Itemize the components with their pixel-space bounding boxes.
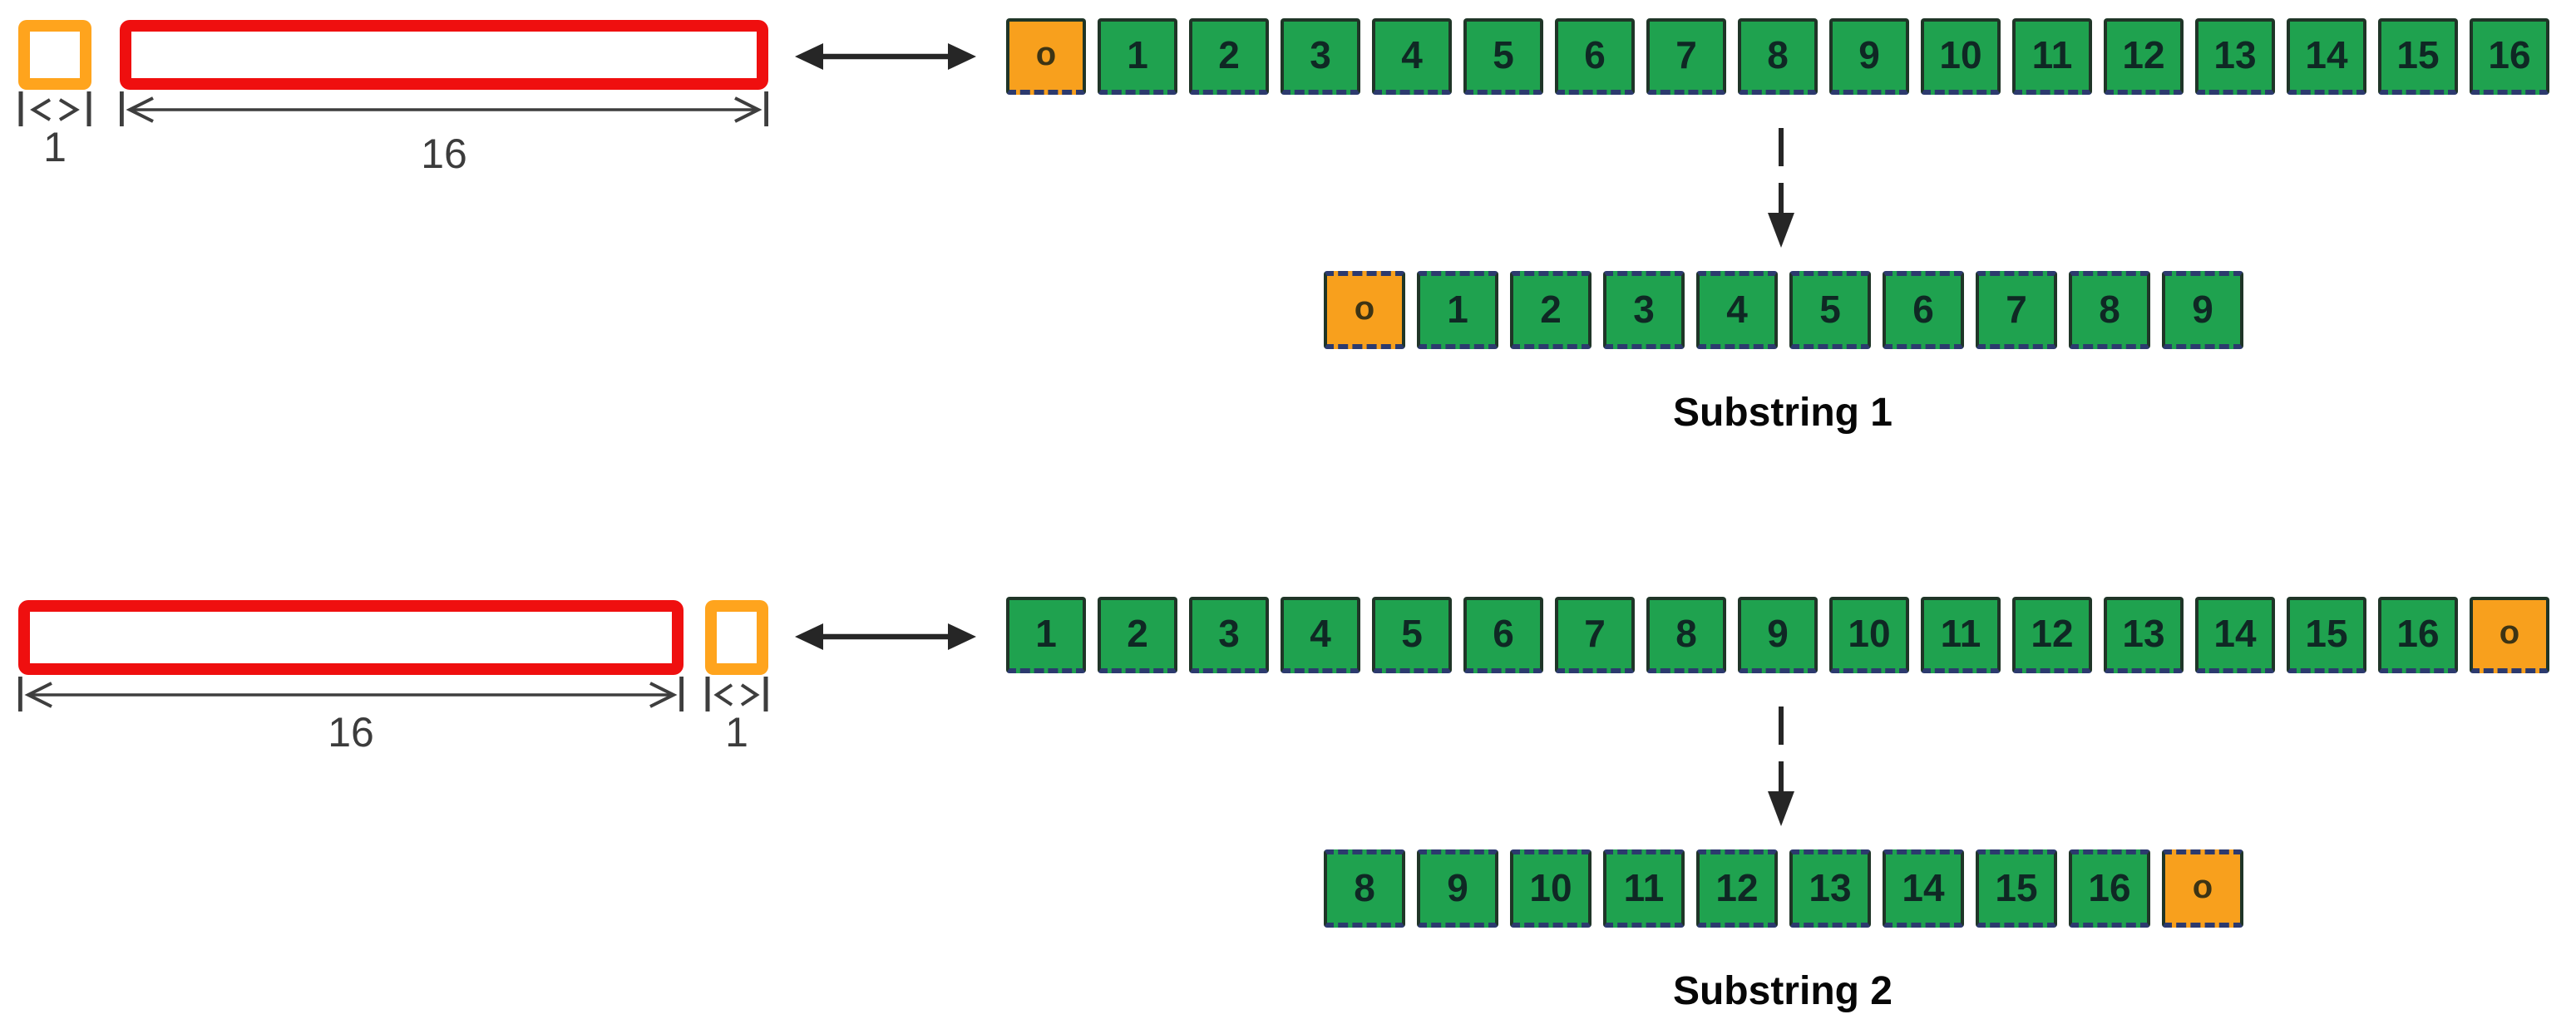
cell-6: 6 xyxy=(1463,597,1543,673)
cell-14: 14 xyxy=(2287,18,2366,95)
unit-length-box-outline xyxy=(705,600,768,675)
cell-5: 5 xyxy=(1463,18,1543,95)
cell-10: 10 xyxy=(1510,849,1591,928)
cell-16: 16 xyxy=(2470,18,2549,95)
cell-9: 9 xyxy=(1738,597,1818,673)
cell-7: 7 xyxy=(1646,18,1726,95)
cell-9: 9 xyxy=(2162,271,2243,349)
down-arrow-icon xyxy=(1768,707,1794,826)
cell-12: 12 xyxy=(2104,18,2184,95)
dimension-label: 16 xyxy=(421,131,467,178)
dimension-label: 1 xyxy=(43,125,67,171)
cell-14: 14 xyxy=(2195,597,2275,673)
cell-o: o xyxy=(1006,18,1086,95)
cell-4: 4 xyxy=(1696,271,1778,349)
cell-10: 10 xyxy=(1921,18,2001,95)
cell-16: 16 xyxy=(2069,849,2150,928)
substring-1-label: Substring 1 xyxy=(1672,391,1893,436)
cell-9: 9 xyxy=(1829,18,1909,95)
cell-8: 8 xyxy=(1738,18,1818,95)
cell-11: 11 xyxy=(1921,597,2001,673)
down-arrow-icon xyxy=(1768,128,1794,248)
cell-4: 4 xyxy=(1281,597,1360,673)
cell-1: 1 xyxy=(1098,18,1177,95)
cell-4: 4 xyxy=(1372,18,1452,95)
cell-10: 10 xyxy=(1829,597,1909,673)
full-length-box-outline xyxy=(18,600,683,675)
cell-16: 16 xyxy=(2378,597,2458,673)
cell-11: 11 xyxy=(2012,18,2092,95)
cell-o: o xyxy=(1324,271,1405,349)
dimension-arrow-large-icon xyxy=(18,677,683,711)
cell-2: 2 xyxy=(1189,18,1269,95)
cell-13: 13 xyxy=(1789,849,1871,928)
dimension-arrow-small-icon xyxy=(18,91,91,126)
cell-15: 15 xyxy=(1976,849,2057,928)
cell-o: o xyxy=(2470,597,2549,673)
dimension-label: 16 xyxy=(328,710,374,756)
cell-8: 8 xyxy=(1324,849,1405,928)
cell-12: 12 xyxy=(1696,849,1778,928)
cell-1: 1 xyxy=(1417,271,1498,349)
cell-12: 12 xyxy=(2012,597,2092,673)
cell-13: 13 xyxy=(2195,18,2275,95)
unit-length-box-outline xyxy=(18,20,91,90)
cell-3: 3 xyxy=(1281,18,1360,95)
cell-15: 15 xyxy=(2287,597,2366,673)
cell-14: 14 xyxy=(1883,849,1964,928)
cell-13: 13 xyxy=(2104,597,2184,673)
cell-6: 6 xyxy=(1883,271,1964,349)
double-arrow-icon xyxy=(795,623,976,650)
cell-15: 15 xyxy=(2378,18,2458,95)
cell-9: 9 xyxy=(1417,849,1498,928)
cell-5: 5 xyxy=(1789,271,1871,349)
cell-2: 2 xyxy=(1510,271,1591,349)
cell-6: 6 xyxy=(1555,18,1635,95)
dimension-arrow-large-icon xyxy=(120,91,768,126)
cell-5: 5 xyxy=(1372,597,1452,673)
cell-8: 8 xyxy=(1646,597,1726,673)
cell-1: 1 xyxy=(1006,597,1086,673)
cell-3: 3 xyxy=(1603,271,1685,349)
cell-7: 7 xyxy=(1976,271,2057,349)
substring-2-label: Substring 2 xyxy=(1672,969,1893,1014)
cell-3: 3 xyxy=(1189,597,1269,673)
cell-2: 2 xyxy=(1098,597,1177,673)
double-arrow-icon xyxy=(795,43,976,70)
cell-o: o xyxy=(2162,849,2243,928)
cell-8: 8 xyxy=(2069,271,2150,349)
cell-7: 7 xyxy=(1555,597,1635,673)
full-length-box-outline xyxy=(120,20,768,90)
dimension-label: 1 xyxy=(725,710,748,756)
dimension-arrow-small-icon xyxy=(705,677,768,711)
cell-11: 11 xyxy=(1603,849,1685,928)
